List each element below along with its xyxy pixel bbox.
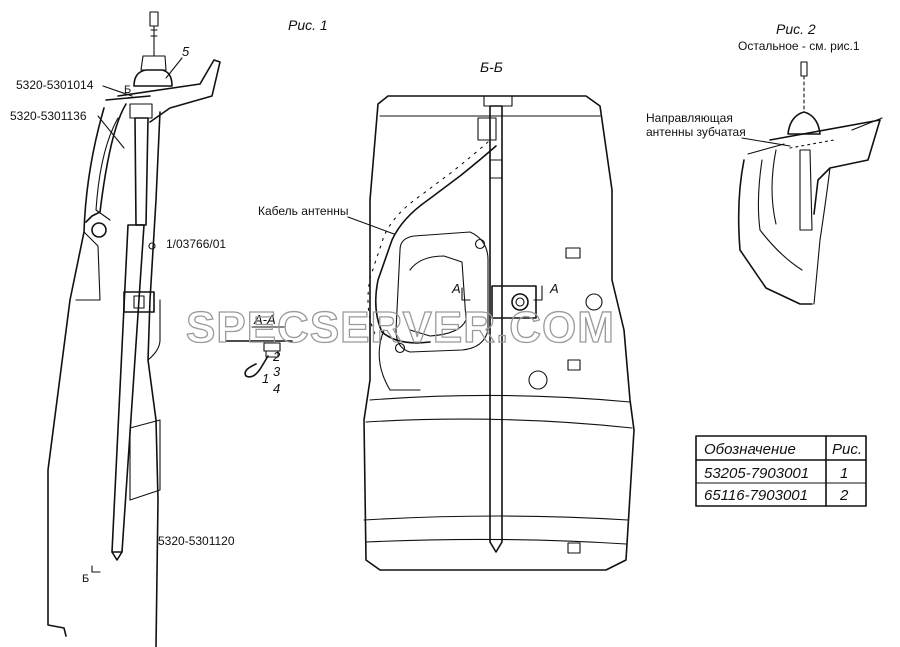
table-header-designation: Обозначение bbox=[704, 441, 796, 458]
callout-1: 1 bbox=[262, 371, 269, 386]
fig1-title: Рис. 1 bbox=[288, 17, 328, 33]
mast-bracket bbox=[123, 291, 155, 313]
section-bb-title: Б-Б bbox=[480, 59, 503, 75]
section-aa-title: А-А bbox=[253, 312, 276, 327]
pillar-inner bbox=[147, 111, 161, 647]
designation-table: Обозначение Рис. 53205-7903001 1 65116-7… bbox=[695, 435, 867, 507]
part-label-5320-5301136: 5320-5301136 bbox=[10, 109, 87, 123]
table-header-fig: Рис. bbox=[832, 441, 862, 458]
guide-label-line1: Направляющая bbox=[646, 111, 733, 125]
table-cell: 1 bbox=[840, 465, 848, 482]
figure-1: Рис. 1 5320 bbox=[10, 11, 328, 647]
guide-label-line2: антенны зубчатая bbox=[646, 125, 746, 139]
figure-2: Рис. 2 Остальное - см. рис.1 Направляюща… bbox=[646, 21, 883, 305]
section-mark-a-left: А bbox=[451, 281, 461, 296]
antenna-mast-section bbox=[489, 105, 503, 553]
table-cell: 2 bbox=[839, 487, 849, 504]
part-label-bolt: 1/03766/01 bbox=[166, 237, 226, 251]
callout-5: 5 bbox=[182, 44, 190, 59]
part-label-5320-5301014: 5320-5301014 bbox=[16, 78, 94, 92]
table-cell: 65116-7903001 bbox=[704, 487, 808, 504]
callout-3: 3 bbox=[273, 364, 281, 379]
cable-label: Кабель антенны bbox=[258, 204, 348, 218]
section-bb: Б-Б А А Каб bbox=[258, 59, 635, 571]
antenna-cable bbox=[374, 145, 497, 344]
section-mark-b-top: Б bbox=[124, 84, 131, 96]
antenna-mast-lower bbox=[111, 224, 145, 553]
table-cell: 53205-7903001 bbox=[704, 465, 809, 482]
watermark: SPECSERVER.COM bbox=[186, 303, 615, 352]
fig2-title: Рис. 2 bbox=[776, 21, 816, 37]
fig2-subtitle: Остальное - см. рис.1 bbox=[738, 39, 860, 53]
roof-profile bbox=[117, 59, 221, 123]
mast-clamp-section bbox=[491, 285, 537, 319]
section-bb-panel bbox=[363, 95, 635, 571]
fig2-pillar bbox=[737, 159, 813, 305]
cable-clamp bbox=[91, 222, 107, 238]
fig2-antenna-base bbox=[787, 111, 821, 135]
section-mark-a-right: А bbox=[549, 281, 559, 296]
callout-4: 4 bbox=[273, 381, 280, 396]
callout-2: 2 bbox=[272, 349, 281, 364]
pillar-outer bbox=[47, 107, 105, 637]
section-aa: А-А 2 3 4 1 bbox=[225, 312, 293, 396]
antenna-mast-upper bbox=[134, 117, 149, 226]
section-mark-b-bottom: Б bbox=[82, 573, 89, 585]
part-label-5320-5301120: 5320-5301120 bbox=[158, 534, 235, 548]
antenna-tip bbox=[133, 11, 173, 87]
